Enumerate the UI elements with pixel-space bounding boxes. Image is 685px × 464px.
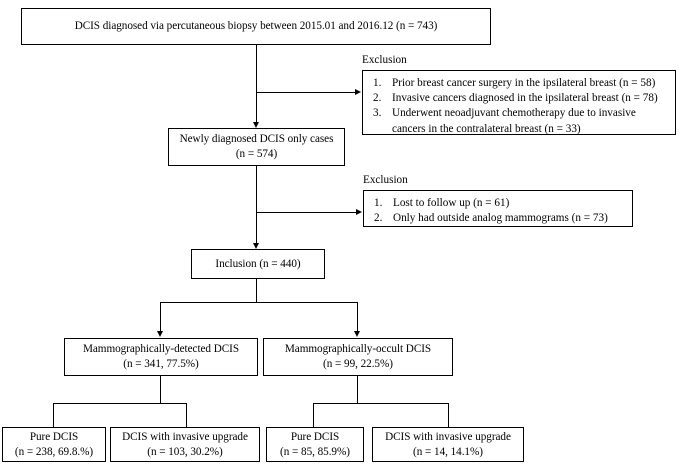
arrowhead-to-newly: [252, 122, 259, 128]
box-mammographically-detected-line2: (n = 341, 77.5%): [123, 358, 199, 370]
box-mammographically-detected-line1: Mammographically-detected DCIS: [82, 343, 239, 356]
box-outcome-upgrade-occult-line2: (n = 14, 14.1%): [413, 445, 483, 458]
exclusion-1-item: Prior breast cancer surgery in the ipsil…: [373, 76, 656, 91]
box-outcome-pure-occult-line1: Pure DCIS: [290, 430, 340, 443]
box-inclusion-line1: Inclusion (n = 440): [215, 257, 301, 270]
box-exclusion-2: Lost to follow up (n = 61) Only had outs…: [363, 190, 633, 227]
box-outcome-upgrade-detected-line1: DCIS with invasive upgrade: [122, 430, 248, 443]
arrowhead-to-exclusion-1: [355, 89, 361, 95]
box-mammographically-occult: Mammographically-occult DCIS (n = 99, 22…: [263, 338, 453, 376]
box-cohort-source: DCIS diagnosed via percutaneous biopsy b…: [21, 8, 491, 45]
exclusion-1-caption: Exclusion: [362, 54, 407, 66]
box-newly-diagnosed-line1: Newly diagnosed DCIS only cases: [179, 133, 334, 146]
exclusion-2-item: Lost to follow up (n = 61): [374, 196, 510, 211]
box-outcome-pure-detected-line2: (n = 238, 69.8.%): [14, 445, 94, 458]
connector-occult-to-upgrade: [448, 403, 450, 428]
box-inclusion: Inclusion (n = 440): [191, 249, 325, 279]
box-outcome-upgrade-occult-line1: DCIS with invasive upgrade: [385, 430, 511, 443]
box-newly-diagnosed-line2: (n = 574): [235, 148, 278, 160]
connector-to-exclusion-1: [255, 92, 357, 94]
box-cohort-source-line1: DCIS diagnosed via percutaneous biopsy b…: [74, 20, 438, 33]
box-exclusion-1: Prior breast cancer surgery in the ipsil…: [362, 70, 676, 135]
exclusion-2-caption: Exclusion: [363, 174, 408, 186]
box-outcome-upgrade-occult: DCIS with invasive upgrade (n = 14, 14.1…: [372, 427, 524, 462]
connector-occult-to-pure: [313, 403, 315, 428]
connector-inclusion-split: [160, 302, 358, 304]
box-outcome-upgrade-detected: DCIS with invasive upgrade (n = 103, 30.…: [110, 427, 260, 462]
box-outcome-pure-occult-line2: (n = 85, 85.9%): [280, 445, 350, 458]
exclusion-1-item: Underwent neoadjuvant chemotherapy due t…: [373, 106, 636, 135]
connector-detected-split: [53, 403, 187, 405]
box-newly-diagnosed: Newly diagnosed DCIS only cases (n = 574…: [168, 128, 345, 166]
box-outcome-pure-detected: Pure DCIS (n = 238, 69.8.%): [2, 427, 106, 462]
connector-detected-to-pure: [53, 403, 55, 428]
arrowhead-to-detected: [157, 331, 164, 337]
connector-inclusion-stem: [255, 279, 257, 303]
connector-occult-split: [313, 403, 449, 405]
box-outcome-pure-occult: Pure DCIS (n = 85, 85.9%): [266, 427, 364, 462]
connector-detected-stem: [160, 376, 162, 404]
box-mammographically-occult-line1: Mammographically-occult DCIS: [284, 343, 432, 356]
box-mammographically-occult-line2: (n = 99, 22.5%): [323, 358, 393, 370]
box-outcome-upgrade-detected-line2: (n = 103, 30.2%): [147, 445, 223, 458]
connector-inclusion-to-detected: [160, 302, 162, 333]
arrowhead-to-inclusion: [252, 243, 259, 249]
box-mammographically-detected: Mammographically-detected DCIS (n = 341,…: [64, 338, 258, 376]
connector-to-exclusion-2: [255, 212, 358, 214]
connector-inclusion-to-occult: [357, 302, 359, 333]
exclusion-2-item: Only had outside analog mammograms (n = …: [374, 211, 608, 226]
arrowhead-to-exclusion-2: [356, 209, 362, 215]
box-outcome-pure-detected-line1: Pure DCIS: [29, 430, 79, 443]
arrowhead-to-occult: [354, 331, 361, 337]
connector-newly-to-inclusion: [255, 166, 257, 245]
connector-occult-stem: [357, 376, 359, 404]
exclusion-1-item: Invasive cancers diagnosed in the ipsila…: [373, 91, 658, 106]
connector-detected-to-upgrade: [186, 403, 188, 428]
connector-title-to-newly: [255, 45, 257, 124]
